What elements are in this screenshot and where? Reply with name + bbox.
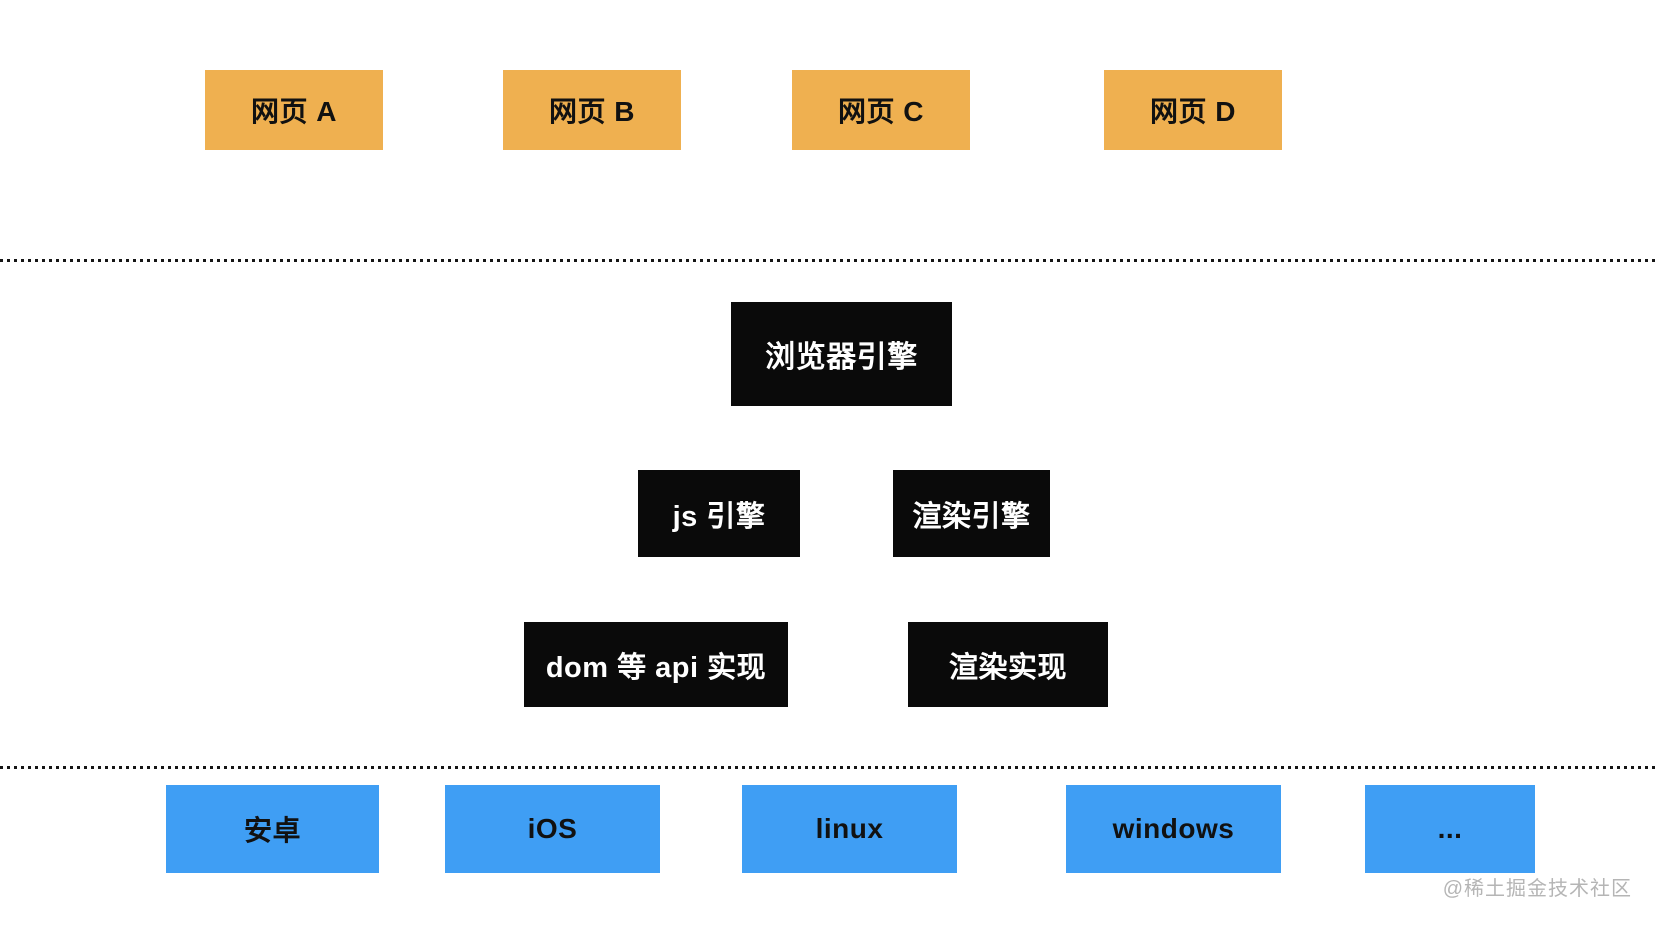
webpage-box-d: 网页 D: [1104, 70, 1282, 150]
dotted-divider-bottom: [0, 766, 1656, 769]
browser-engine-box: 浏览器引擎: [731, 302, 952, 406]
webpage-box-c: 网页 C: [792, 70, 970, 150]
platform-box-android: 安卓: [166, 785, 379, 873]
watermark: @稀土掘金技术社区: [1442, 878, 1632, 900]
render-engine-box: 渲染引擎: [893, 470, 1050, 557]
render-implementation-box: 渲染实现: [908, 622, 1108, 707]
platform-box-more: ...: [1365, 785, 1535, 873]
platform-box-linux: linux: [742, 785, 957, 873]
webpage-box-a: 网页 A: [205, 70, 383, 150]
webpage-box-b: 网页 B: [503, 70, 681, 150]
dom-api-implementation-box: dom 等 api 实现: [524, 622, 788, 707]
platform-box-windows: windows: [1066, 785, 1281, 873]
js-engine-box: js 引擎: [638, 470, 800, 557]
dotted-divider-top: [0, 259, 1656, 262]
platform-box-ios: iOS: [445, 785, 660, 873]
